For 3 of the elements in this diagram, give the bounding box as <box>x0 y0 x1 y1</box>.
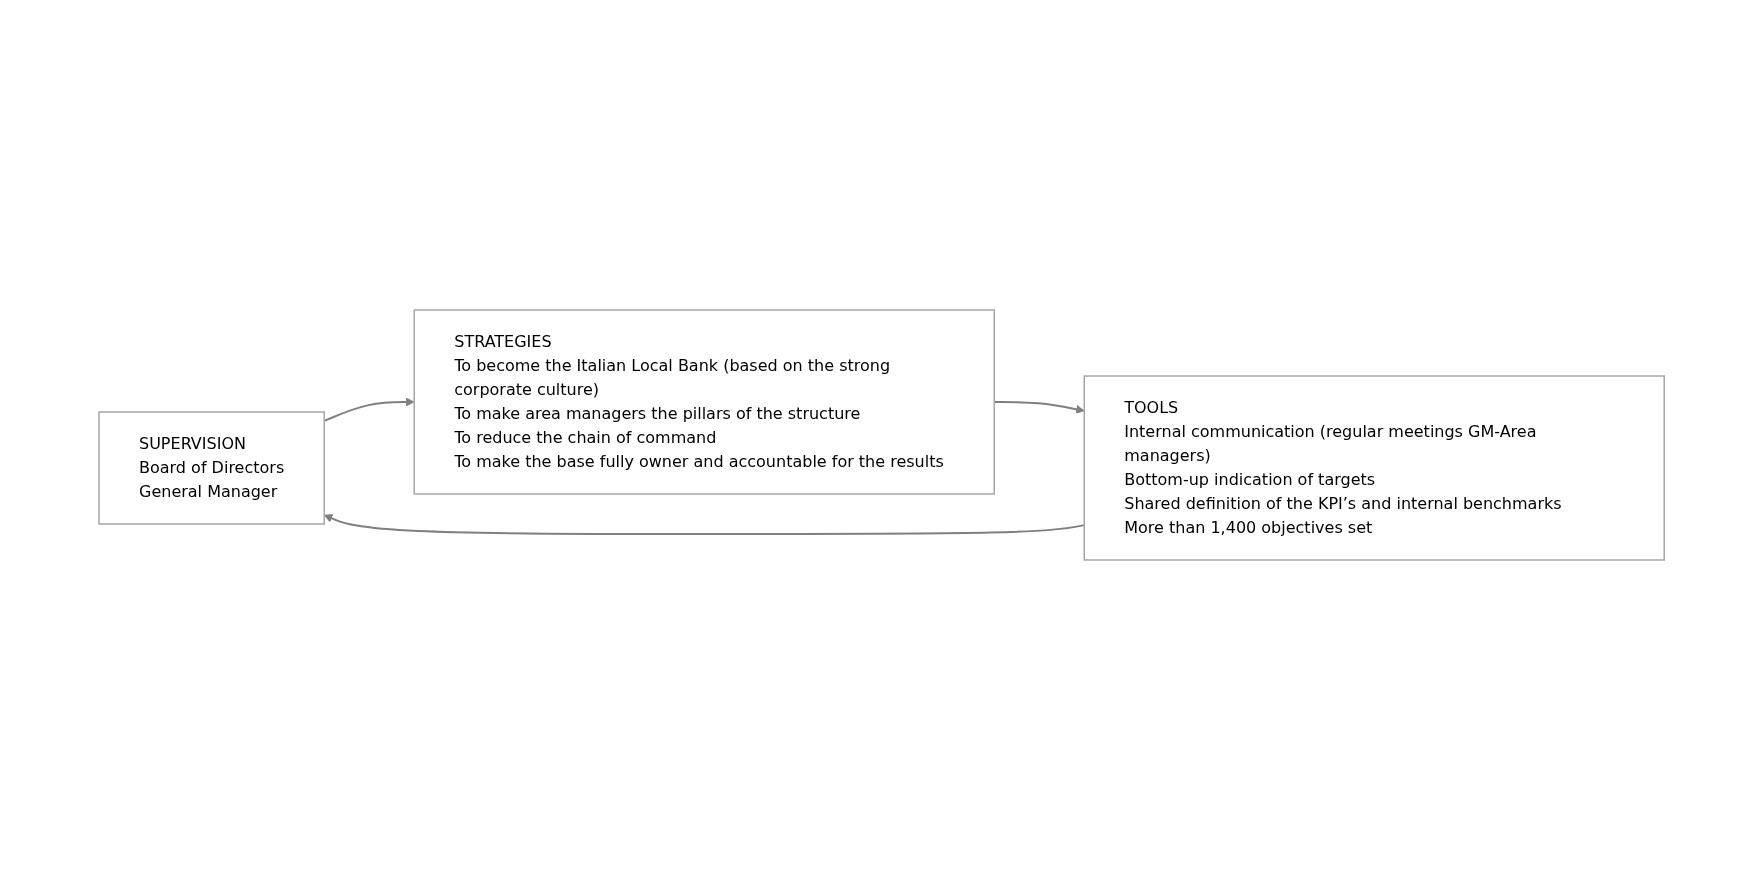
node-box: SUPERVISION Board of Directors General Manager <box>98 411 326 525</box>
node-box: TOOLS Internal communication (regular meetings GM-Area managers) Bottom-up indication of targets Shared definition of the KPI’s and internal benchmarks More than 1,400 objectives set <box>1083 375 1666 561</box>
node-box: STRATEGIES To become the Italian Local Bank (based on the strong corporate culture) To make area managers the pillars of the structure To reduce the chain of command To make the base fully owner and accountable for the results <box>413 309 996 495</box>
